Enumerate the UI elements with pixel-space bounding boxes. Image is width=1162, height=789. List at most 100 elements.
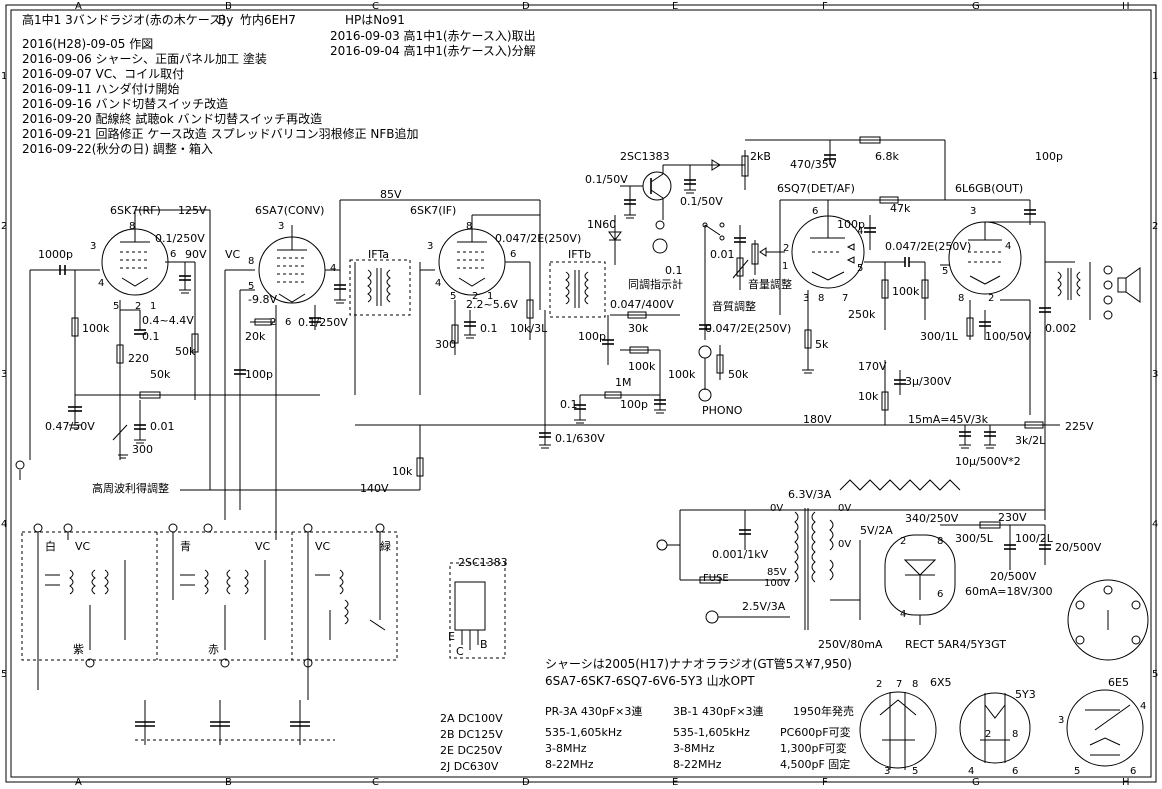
pin-6e5-4: 4	[1140, 701, 1147, 712]
pin-6x5-7: 7	[896, 679, 903, 690]
label-60ma: 60mA=18V/300	[965, 585, 1053, 598]
label-180v: 180V	[803, 413, 832, 426]
label-0-01-gain: 0.01	[150, 420, 175, 433]
label-85v: 85V	[380, 188, 402, 201]
label-volume: 音量調整	[748, 278, 792, 291]
grid-col-e: E	[672, 1, 679, 12]
rf-pin-6: 6	[170, 249, 177, 260]
label-0-4-4-4v: 0.4~4.4V	[142, 314, 194, 327]
pin-6x5-3: 3	[884, 766, 891, 777]
if-pin-8: 8	[466, 221, 473, 232]
spec-1-2: 535-1,605kHz	[673, 726, 750, 739]
spec-3-3: 4,500pF 固定	[780, 758, 851, 771]
det-pin-2: 2	[783, 243, 790, 254]
label-pin-b: B	[480, 638, 488, 651]
rect-pin-8: 8	[937, 536, 944, 547]
label-0-1-det: 0.1	[560, 398, 578, 411]
label-c01-if: 0.1	[480, 322, 498, 335]
label-1m: 1M	[615, 376, 632, 389]
label-3k-2l: 3k/2L	[1015, 434, 1046, 447]
label-fuse: FUSE	[703, 573, 729, 584]
diode-1n60-icon	[608, 231, 622, 241]
grid-row-4-right: 4	[1152, 519, 1159, 530]
label-0v-a: 0V	[770, 503, 784, 514]
label-250v-80ma: 250V/80mA	[818, 638, 883, 651]
rect-pin-4: 4	[900, 609, 907, 620]
conv-pin-6: 6	[285, 317, 292, 328]
spec-3-0: 2J DC630V	[440, 760, 499, 773]
label-vc-green: VC	[315, 540, 331, 553]
spec-0-1: PR-3A 430pF×3連	[545, 705, 643, 718]
iftb-can	[549, 261, 606, 318]
grid-row-3-right: 3	[1152, 369, 1159, 380]
label-2-5v-3a: 2.5V/3A	[742, 600, 786, 613]
label-2kb: 2kB	[750, 150, 771, 163]
label-100p-nfb: 100p	[1035, 150, 1063, 163]
grid-col-f: F	[822, 1, 828, 12]
label-vc: VC	[225, 248, 241, 261]
author-by: By	[218, 13, 234, 27]
out-pin-3: 3	[970, 206, 977, 217]
det-pin-6: 6	[812, 206, 819, 217]
transistor-2sc1383-body	[642, 171, 672, 201]
history-left-3: 2016-09-11 ハンダ付け開始	[22, 82, 180, 96]
conv-pin-5: 5	[248, 281, 255, 292]
pin-5y3-6: 6	[1012, 766, 1019, 777]
grid-col-b: B	[225, 1, 232, 12]
label-100p-af: 100p	[837, 218, 865, 231]
label-0-1-630v: 0.1/630V	[555, 432, 605, 445]
note-tubes: 6SA7-6SK7-6SQ7-6V6-5Y3 山水OPT	[545, 674, 755, 688]
spec-0-3: 1950年発売	[793, 705, 854, 718]
label-1000p: 1000p	[38, 248, 73, 261]
label-sw-blue: 青	[180, 540, 191, 553]
grid-col-b-bottom: B	[225, 777, 232, 788]
label-sw-purple: 紫	[73, 643, 84, 656]
label-100k-af: 100k	[892, 285, 920, 298]
label-c0047-2e-a: 0.047/2E(250V)	[495, 232, 582, 245]
rect-pin-2: 2	[900, 536, 907, 547]
grid-row-2-right: 2	[1152, 221, 1159, 232]
label-2sc1383-pkg: 2SC1383	[458, 556, 508, 569]
band-coils-a	[45, 560, 126, 650]
if-pin-4: 4	[435, 278, 442, 289]
grid-col-f-bottom: F	[822, 777, 828, 788]
spec-2-0: 2E DC250V	[440, 744, 503, 757]
history-left-7: 2016-09-22(秋分の日) 調整・箱入	[22, 142, 213, 156]
grid-col-c: C	[372, 1, 379, 12]
speaker-icon	[1125, 267, 1141, 303]
grid-row-3: 3	[1, 369, 8, 380]
history-left-0: 2016(H28)-09-05 作図	[22, 37, 154, 51]
tube-det-label: 6SQ7(DET/AF)	[777, 182, 855, 195]
out-pin-2: 2	[988, 293, 995, 304]
spec-2-1: 3-8MHz	[545, 742, 587, 755]
rf-pin-2: 2	[135, 301, 142, 312]
grid-row-1: 1	[1, 71, 8, 82]
label-sw-white: 白	[45, 540, 56, 553]
label-0-47-50v: 0.47/50V	[45, 420, 95, 433]
label-0-01-tone: 0.01	[710, 248, 735, 261]
label-5y3: 5Y3	[1015, 688, 1036, 701]
label-c01-250v-conv: 0.1/250V	[298, 316, 348, 329]
pin-6x5-8: 8	[912, 679, 919, 690]
label-c0047-400v: 0.047/400V	[610, 298, 674, 311]
label-100p-det: 100p	[578, 330, 606, 343]
label-2sc1383: 2SC1383	[620, 150, 670, 163]
label-140v: 140V	[360, 482, 389, 495]
conv-pin-3: 3	[278, 221, 285, 232]
history-left-1: 2016-09-06 シャーシ、正面パネル加工 塗装	[22, 52, 267, 66]
label-ifta: IFTa	[368, 248, 390, 261]
schematic-title: 高1中1 3バンドラジオ(赤の木ケース)	[22, 13, 226, 27]
label-tone: 音質調整	[712, 300, 756, 313]
grid-col-h: H	[1122, 1, 1130, 12]
label-tuning-meter: 同調指示計	[628, 278, 683, 291]
spec-1-3: PC600pF可変	[780, 726, 851, 739]
grid-row-2: 2	[1, 221, 8, 232]
label-0v-b: 0V	[838, 503, 852, 514]
conv-pin-4: 4	[330, 263, 337, 274]
pin-6e5-3: 3	[1058, 715, 1065, 726]
grid-col-a: A	[75, 1, 82, 12]
label-sw-green: 緑	[380, 540, 391, 553]
sheet-border	[5, 4, 1157, 783]
band-coils-c	[315, 569, 386, 640]
label-100k-phono: 100k	[668, 368, 696, 381]
